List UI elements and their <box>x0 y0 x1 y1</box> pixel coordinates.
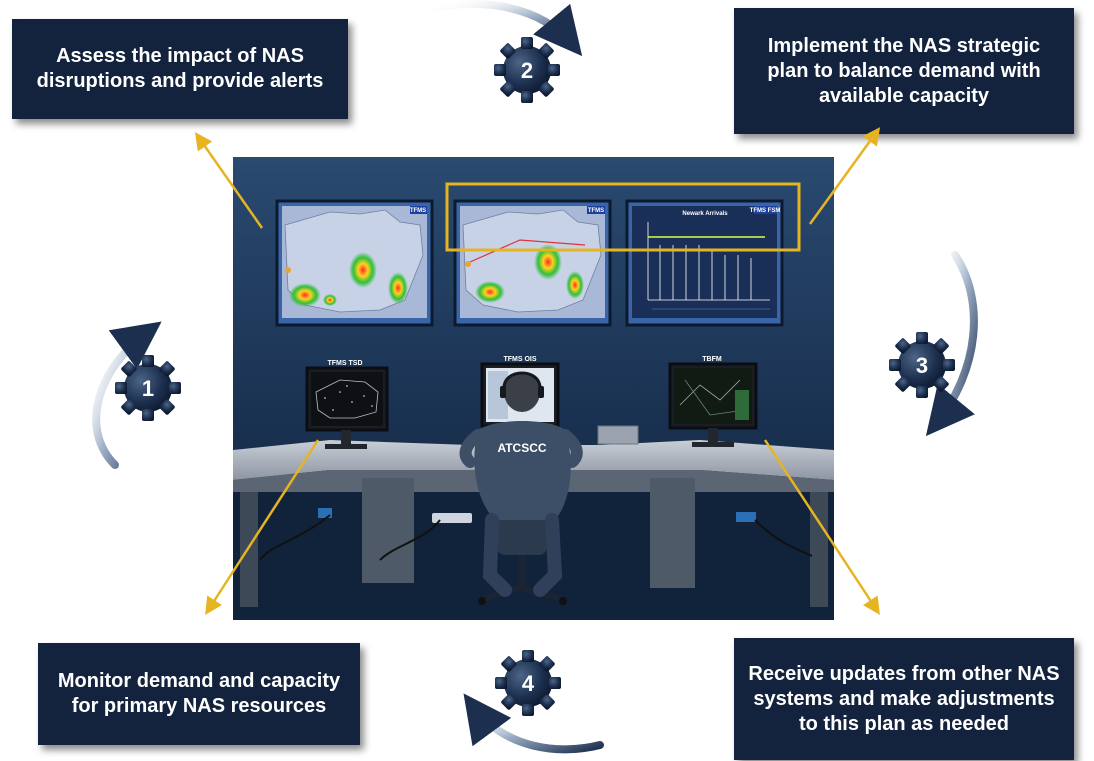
callout-implement: Implement the NAS strategic plan to bala… <box>734 8 1074 134</box>
callout-monitor-text: Monitor demand and capacity for primary … <box>57 670 341 717</box>
step-1-label: 1 <box>142 376 154 401</box>
wall-chart-panel: Newark Arrivals TFMS FSM <box>625 199 784 327</box>
step-2-label: 2 <box>521 58 533 83</box>
operator-badge: ATCSCC <box>497 441 546 455</box>
step-1-swoosh-icon <box>92 321 162 469</box>
step-3-gear: 3 <box>889 251 978 437</box>
monitor-ois-label: TFMS OIS <box>503 356 536 363</box>
callout-monitor: Monitor demand and capacity for primary … <box>38 643 360 745</box>
monitor-tbfm-label: TBFM <box>702 356 722 363</box>
callout-assess-text: Assess the impact of NAS disruptions and… <box>36 45 324 92</box>
arrow-to-receive <box>763 439 880 615</box>
step-1-gear: 1 <box>92 321 181 469</box>
wall-map-panel-2: TFMS <box>453 199 612 327</box>
callout-receive: Receive updates from other NAS systems a… <box>734 638 1074 760</box>
step-2-swoosh-icon <box>431 0 583 57</box>
arrow-to-monitor <box>205 439 320 615</box>
monitor-tbfm: TBFM <box>668 356 758 447</box>
arrow-to-implement <box>808 127 881 225</box>
wall-map-panel-1: TFMS <box>275 199 434 327</box>
highlight-frame <box>445 182 801 252</box>
arrow-to-assess <box>194 132 264 229</box>
callout-assess: Assess the impact of NAS disruptions and… <box>12 19 348 119</box>
callout-receive-text: Receive updates from other NAS systems a… <box>748 662 1060 735</box>
callout-implement-text: Implement the NAS strategic plan to bala… <box>767 34 1041 107</box>
control-room-scene: TFMS TFMS Newark Arrivals TFMS FSM <box>233 157 834 620</box>
step-4-gear: 4 <box>463 650 604 754</box>
chart-title: Newark Arrivals <box>682 211 728 217</box>
map1-tag: TFMS <box>410 208 426 214</box>
operator-figure: ATCSCC <box>459 371 583 605</box>
step-4-swoosh-icon <box>463 693 604 754</box>
connector-arrows <box>194 127 881 615</box>
chart-tag: TFMS FSM <box>750 208 781 214</box>
step-2-gear: 2 <box>431 0 583 103</box>
step-4-label: 4 <box>522 671 535 696</box>
monitor-tsd-label: TFMS TSD <box>328 360 363 367</box>
map2-tag: TFMS <box>588 208 604 214</box>
step-3-label: 3 <box>916 353 928 378</box>
step-3-swoosh-icon <box>925 251 978 437</box>
monitor-tsd: TFMS TSD <box>305 360 389 449</box>
